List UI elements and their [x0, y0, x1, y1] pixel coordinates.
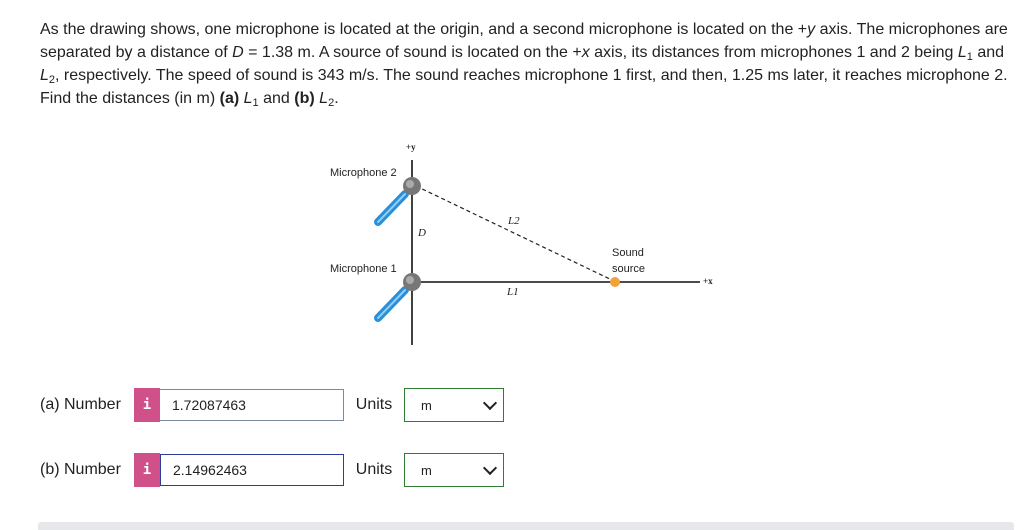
microphone-1-icon [374, 273, 421, 322]
var-L2: L [319, 90, 329, 107]
units-b-value: m [421, 462, 432, 478]
answer-row-a: (a) Number i Units m [40, 387, 504, 423]
units-a-label: Units [355, 396, 393, 413]
problem-text-part: = 1.38 m. A source of sound is located o… [243, 44, 582, 61]
var-L1: L [243, 90, 253, 107]
sound-label: Sound [612, 247, 644, 259]
microphone-1-label: Microphone 1 [330, 263, 397, 275]
chevron-down-icon [482, 395, 498, 411]
sound-source-dot [610, 277, 620, 287]
problem-text-part: , respectively. The speed of sound is 34… [40, 67, 1008, 107]
part-b-marker: (b) [294, 90, 315, 107]
d-label: D [418, 227, 426, 239]
problem-text-part: and [972, 44, 1005, 61]
problem-text-part: axis. The microphones are separated by a… [40, 21, 1008, 61]
l2-dashed-line [415, 185, 615, 282]
var-x: x [581, 44, 590, 61]
source-label: source [612, 263, 646, 275]
answer-b-label: (b) Number [40, 461, 121, 478]
subscript: 2 [328, 97, 335, 109]
var-D: D [232, 44, 244, 61]
units-b-select[interactable]: m [404, 453, 504, 487]
subscript: 2 [48, 74, 56, 86]
subscript: 1 [966, 51, 973, 63]
l1-label: L1 [507, 286, 519, 298]
problem-text: As the drawing shows, one microphone is … [40, 18, 1015, 110]
var-y: y [807, 21, 816, 38]
info-icon[interactable]: i [134, 388, 160, 422]
bottom-panel-edge [38, 522, 1014, 530]
l2-label: L2 [508, 215, 520, 227]
part-a-marker: (a) [219, 90, 240, 107]
plus-x-label: +x [703, 276, 713, 286]
answer-b-input[interactable] [160, 454, 344, 486]
units-a-value: m [421, 397, 432, 413]
info-icon[interactable]: i [134, 453, 160, 487]
var-L1: L [957, 44, 967, 61]
plus-y-label: +y [406, 142, 416, 152]
answer-a-input[interactable] [160, 389, 344, 421]
answer-a-label: (a) Number [40, 396, 121, 413]
chevron-down-icon [482, 460, 498, 476]
problem-text-part: As the drawing shows, one microphone is … [40, 21, 808, 38]
units-b-label: Units [355, 461, 393, 478]
var-L2: L [40, 67, 49, 84]
problem-text-part: axis, its distances from microphones 1 a… [589, 44, 958, 61]
answer-row-b: (b) Number i Units m [40, 452, 504, 488]
problem-text-part: . [334, 90, 339, 107]
microphone-2-label: Microphone 2 [330, 167, 397, 179]
microphone-2-icon [374, 177, 421, 226]
units-a-select[interactable]: m [404, 388, 504, 422]
problem-text-part: and [258, 90, 295, 107]
subscript: 1 [252, 97, 259, 109]
